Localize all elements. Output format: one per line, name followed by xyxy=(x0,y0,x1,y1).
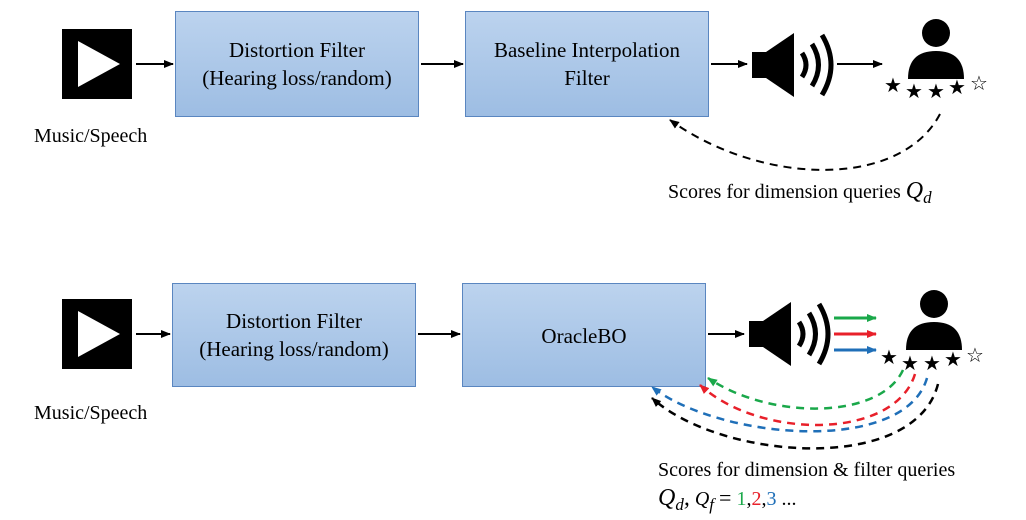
formula-sep: , xyxy=(746,488,752,510)
rating-stars: ★ ★ ★ ★ ☆ xyxy=(880,343,984,375)
distortion-filter-title: Distortion Filter xyxy=(229,38,365,62)
oracle-bo-box: OracleBO xyxy=(462,283,706,387)
star-icon: ★ xyxy=(927,79,945,103)
formula-equals: = xyxy=(719,485,732,510)
baseline-filter-subtitle: Filter xyxy=(564,66,610,90)
star-icon: ★ xyxy=(923,351,941,375)
star-icon: ★ xyxy=(905,79,923,103)
formula-value-1: 1 xyxy=(736,488,747,510)
star-icon: ★ xyxy=(901,351,919,375)
star-icon: ★ xyxy=(948,75,966,99)
bottom-feedback-text: Scores for dimension & filter queries xyxy=(658,459,956,481)
bottom-formula: Qd, Qf = 1,2,3 ... xyxy=(658,485,797,514)
formula-value-3: 3 xyxy=(766,488,777,510)
formula-qf: Q xyxy=(694,488,710,510)
formula-q-sub: d xyxy=(675,495,684,514)
rating-stars: ★ ★ ★ ★ ☆ xyxy=(884,71,988,103)
feedback-arrow-base xyxy=(651,383,940,450)
feedback-arrow-2 xyxy=(699,373,917,427)
speaker-icon xyxy=(752,33,834,97)
source-label: Music/Speech xyxy=(34,125,148,147)
oracle-bo-title: OracleBO xyxy=(541,324,627,348)
formula-sep: , xyxy=(761,488,767,510)
source-label: Music/Speech xyxy=(34,402,148,424)
top-q-symbol: Q xyxy=(905,178,924,204)
star-icon: ★ xyxy=(884,73,902,97)
top-feedback-text: Scores for dimension queries xyxy=(668,181,901,203)
distortion-filter-subtitle: (Hearing loss/random) xyxy=(199,337,389,361)
formula-value-2: 2 xyxy=(751,488,762,510)
formula-ellipsis: ... xyxy=(781,488,797,510)
user-icon xyxy=(906,290,962,350)
feedback-arrow-3 xyxy=(651,377,929,433)
distortion-filter-title: Distortion Filter xyxy=(226,309,362,333)
star-icon: ★ xyxy=(880,345,898,369)
star-icon: ★ xyxy=(944,347,962,371)
baseline-filter-box: Baseline Interpolation Filter xyxy=(465,11,709,117)
speaker-icon xyxy=(749,302,831,366)
formula-qf-sub: f xyxy=(709,495,715,514)
user-icon xyxy=(908,19,964,79)
feedback-arrow-1 xyxy=(707,369,905,410)
top-q-sub: d xyxy=(923,188,932,207)
distortion-filter-subtitle: (Hearing loss/random) xyxy=(202,66,392,90)
feedback-arrow xyxy=(669,113,941,171)
formula-comma: , xyxy=(683,485,690,511)
distortion-filter-box: Distortion Filter (Hearing loss/random) xyxy=(172,283,416,387)
play-icon xyxy=(62,299,132,369)
top-feedback-label: Scores for dimension queries Qd xyxy=(668,178,932,207)
star-outline-icon: ☆ xyxy=(970,71,988,95)
formula-q: Q xyxy=(658,485,676,511)
baseline-filter-title: Baseline Interpolation xyxy=(493,38,681,62)
play-icon xyxy=(62,29,132,99)
star-outline-icon: ☆ xyxy=(966,343,984,367)
distortion-filter-box: Distortion Filter (Hearing loss/random) xyxy=(175,11,419,117)
